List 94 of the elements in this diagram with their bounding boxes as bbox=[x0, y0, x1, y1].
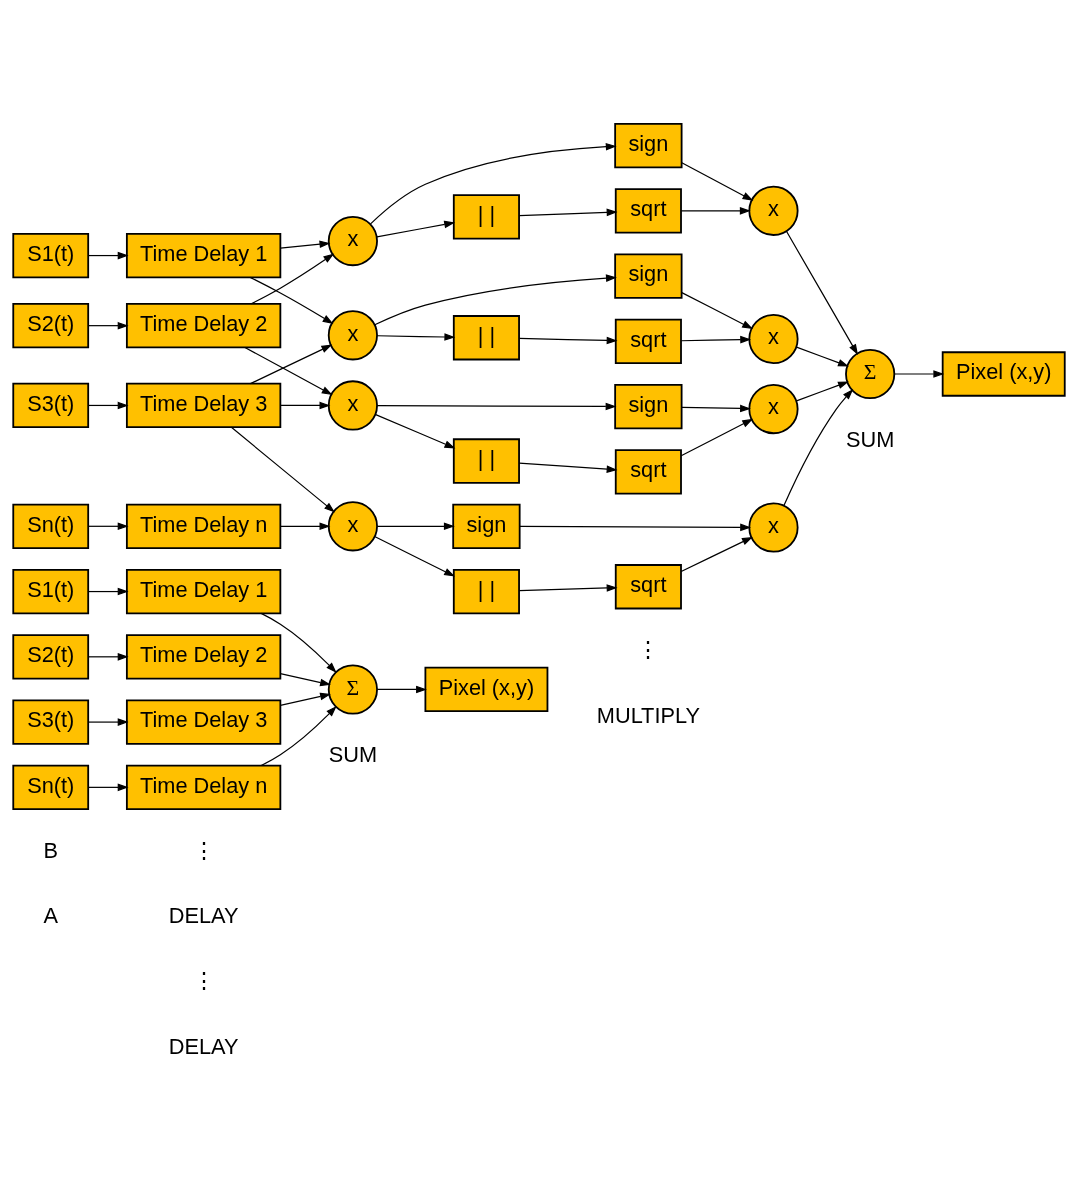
arrow bbox=[680, 335, 752, 344]
arrow bbox=[279, 673, 331, 687]
node-box: Sn(t) bbox=[12, 503, 90, 549]
node-box: sqrt bbox=[614, 449, 682, 495]
arrow bbox=[87, 653, 129, 661]
node-box: Time Delay n bbox=[125, 764, 282, 810]
node-box: Time Delay 1 bbox=[125, 568, 282, 615]
arrow bbox=[279, 240, 331, 249]
arrow bbox=[681, 162, 754, 201]
arrow bbox=[680, 536, 753, 573]
arrow bbox=[244, 346, 333, 396]
node-box: S2(t) bbox=[12, 634, 90, 680]
node-box: sign bbox=[614, 253, 683, 299]
arrow bbox=[376, 685, 427, 694]
node-box: sqrt bbox=[614, 564, 682, 610]
node-circle: x bbox=[748, 185, 799, 236]
node-box: Time Delay n bbox=[125, 503, 282, 549]
label: ⋮ bbox=[192, 837, 215, 863]
arrow bbox=[376, 522, 455, 531]
label: SUM bbox=[328, 742, 378, 768]
arrow bbox=[87, 783, 129, 792]
arrow bbox=[260, 706, 337, 767]
label: DELAY bbox=[168, 1033, 239, 1059]
arrow bbox=[519, 523, 752, 532]
arrow bbox=[87, 718, 129, 726]
node-box: S1(t) bbox=[12, 568, 90, 615]
node-box: | | bbox=[452, 194, 520, 240]
arrow bbox=[374, 274, 617, 326]
node-box: S3(t) bbox=[12, 382, 90, 429]
arrow bbox=[893, 370, 945, 378]
node-box: S1(t) bbox=[12, 232, 90, 279]
node-box: | | bbox=[452, 315, 520, 361]
node-box: sign bbox=[452, 503, 521, 549]
arrow bbox=[374, 536, 456, 577]
node-box: S2(t) bbox=[12, 303, 90, 349]
node-circle: x bbox=[327, 216, 378, 267]
arrow bbox=[795, 381, 849, 402]
node-box: S3(t) bbox=[12, 699, 90, 745]
arrow bbox=[230, 426, 336, 513]
node-box: sign bbox=[614, 122, 683, 169]
arrow bbox=[795, 346, 849, 367]
arrow bbox=[518, 336, 618, 345]
label: MULTIPLY bbox=[596, 702, 700, 728]
node-box: | | bbox=[452, 438, 520, 484]
node-circle: x bbox=[748, 502, 799, 553]
arrow bbox=[249, 276, 334, 325]
node-box: Time Delay 2 bbox=[125, 303, 282, 349]
node-box: | | bbox=[452, 568, 520, 615]
node-circle: x bbox=[327, 310, 378, 361]
arrow bbox=[375, 414, 456, 449]
arrow bbox=[87, 401, 129, 410]
label: ⋮ bbox=[192, 968, 215, 994]
arrow bbox=[518, 462, 618, 473]
arrow bbox=[518, 584, 618, 592]
label: A bbox=[43, 903, 58, 929]
arrow bbox=[376, 402, 617, 411]
node-box: Time Delay 1 bbox=[125, 232, 282, 279]
arrow bbox=[87, 587, 129, 596]
label: SUM bbox=[845, 427, 895, 453]
label: B bbox=[43, 837, 58, 863]
arrow bbox=[87, 522, 129, 531]
node-box: Time Delay 2 bbox=[125, 634, 282, 680]
arrow bbox=[250, 253, 335, 305]
arrow bbox=[681, 404, 751, 413]
node-box: Pixel (x,y) bbox=[941, 351, 1066, 397]
label: ⋮ bbox=[637, 637, 660, 663]
label: DELAY bbox=[168, 903, 239, 929]
node-circle: x bbox=[327, 501, 378, 552]
arrow bbox=[680, 418, 754, 457]
node-box: Sn(t) bbox=[12, 764, 90, 810]
arrow bbox=[786, 230, 858, 356]
node-circle: x bbox=[327, 380, 378, 431]
arrow bbox=[260, 612, 337, 673]
arrow bbox=[783, 389, 854, 507]
arrow bbox=[279, 401, 331, 410]
arrow bbox=[279, 522, 331, 531]
node-circle: x bbox=[748, 313, 799, 365]
node-circle: x bbox=[748, 384, 799, 435]
arrow bbox=[376, 220, 456, 238]
node-box: Time Delay 3 bbox=[125, 382, 282, 429]
node-box: Time Delay 3 bbox=[125, 699, 282, 745]
node-box: sign bbox=[614, 384, 683, 430]
arrow bbox=[681, 292, 754, 330]
node-box: Pixel (x,y) bbox=[424, 666, 549, 713]
arrow bbox=[249, 344, 333, 385]
arrow bbox=[279, 692, 331, 706]
arrow bbox=[518, 208, 618, 217]
arrow bbox=[87, 321, 129, 330]
node-box: sqrt bbox=[614, 188, 682, 234]
node-box: sqrt bbox=[614, 318, 682, 365]
arrow bbox=[376, 333, 456, 341]
arrow bbox=[87, 251, 129, 260]
arrow bbox=[680, 207, 751, 215]
arrow bbox=[370, 142, 617, 225]
